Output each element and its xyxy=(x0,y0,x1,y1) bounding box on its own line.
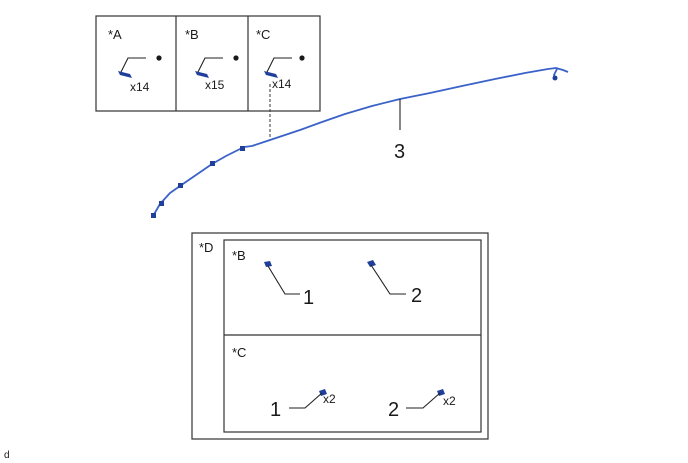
clip-1-icon xyxy=(289,389,327,409)
detail-inner-frame xyxy=(223,239,482,433)
clip-symbol-icon xyxy=(264,55,305,78)
harness-wire xyxy=(152,67,569,217)
legend-frame xyxy=(95,15,321,112)
harness-end-clip xyxy=(552,75,558,81)
clip-1-icon xyxy=(264,261,300,295)
corner-mark: d xyxy=(4,450,10,461)
harness-clip xyxy=(210,161,215,166)
legend-panel-b: *B x15 xyxy=(185,27,239,92)
detail-section-c: *C 1 x2 2 x2 xyxy=(232,345,456,421)
wire-harness: 3 xyxy=(151,67,569,218)
legend-panel-a: *A x14 xyxy=(108,27,162,94)
legend-panel-b-count: x15 xyxy=(205,78,225,92)
legend-panel-c-count: x14 xyxy=(272,77,292,91)
harness-callout-number: 3 xyxy=(394,141,405,163)
detail-section-c-label: *C xyxy=(232,345,246,360)
legend-group: *A x14 *B x15 *C xyxy=(95,15,321,112)
clip-2-icon xyxy=(367,260,406,295)
detail-section-c-count-1: x2 xyxy=(323,392,336,406)
clip-symbol-icon xyxy=(118,55,162,78)
detail-section-b-label: *B xyxy=(232,248,246,263)
harness-clip xyxy=(159,201,164,206)
legend-panel-a-count: x14 xyxy=(130,80,150,94)
detail-label: *D xyxy=(199,240,213,255)
legend-panel-c-label: *C xyxy=(256,27,270,42)
harness-clip xyxy=(240,146,245,151)
harness-clip xyxy=(151,213,156,218)
legend-panel-b-label: *B xyxy=(185,27,199,42)
legend-panel-c: *C x14 xyxy=(256,27,305,91)
detail-section-b-callout-2: 2 xyxy=(411,285,422,307)
detail-section-b-callout-1: 1 xyxy=(303,287,314,309)
detail-box-d: *D *B 1 2 *C 1 x2 xyxy=(191,232,489,440)
detail-section-c-callout-2: 2 xyxy=(388,399,399,421)
legend-panel-a-label: *A xyxy=(108,27,122,42)
clip-symbol-icon xyxy=(195,55,239,78)
clip-2-icon xyxy=(406,389,445,409)
detail-section-b: *B 1 2 xyxy=(232,248,422,309)
detail-section-c-callout-1: 1 xyxy=(270,399,281,421)
harness-clip xyxy=(178,183,183,188)
detail-outer-frame xyxy=(191,232,489,440)
detail-section-c-count-2: x2 xyxy=(443,394,456,408)
